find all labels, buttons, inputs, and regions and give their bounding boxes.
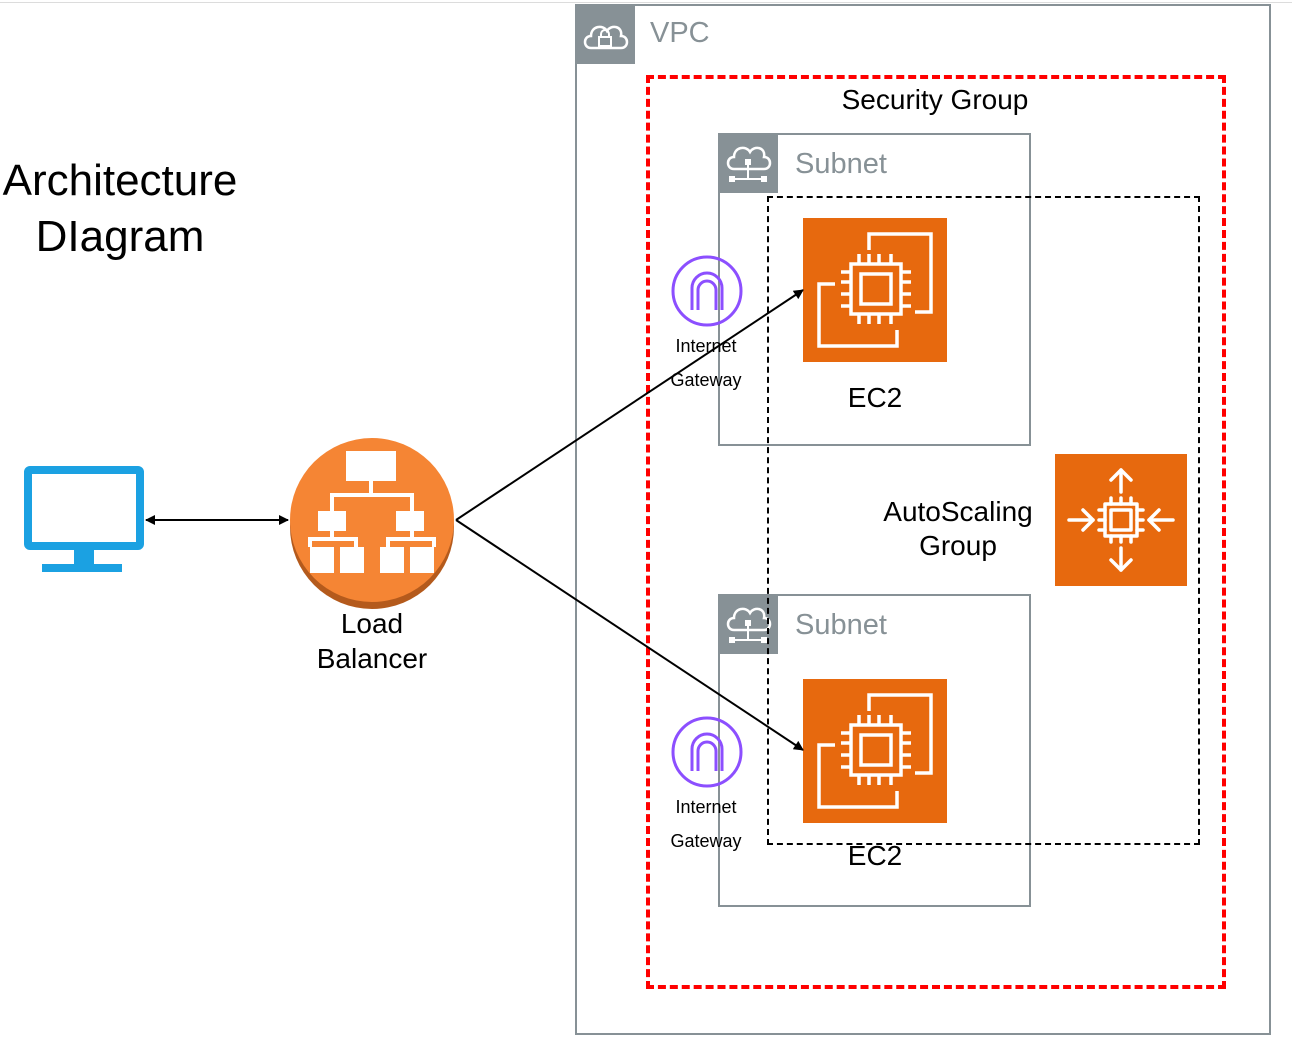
ec2-2-label: EC2 <box>847 840 903 871</box>
internet-gateway-icon <box>670 254 744 328</box>
top-divider <box>0 2 1292 3</box>
load-balancer-label: Load Balancer <box>316 608 428 674</box>
internet-gateway-icon <box>670 715 744 789</box>
cloud-lock-icon <box>575 4 635 64</box>
security-group-label: Security Group <box>841 84 1029 115</box>
vpc-label: VPC <box>650 17 710 49</box>
cloud-network-icon <box>718 133 778 193</box>
ec2-instance-icon <box>803 218 947 362</box>
autoscaling-group-label: AutoScaling Group <box>883 496 1033 561</box>
subnet-1-label: Subnet <box>795 148 887 180</box>
load-balancer-icon <box>288 437 456 609</box>
internet-gateway-2-label: Internet Gateway <box>670 797 742 851</box>
autoscaling-icon <box>1055 454 1187 586</box>
ec2-instance-icon <box>803 679 947 823</box>
ec2-1-label: EC2 <box>847 382 903 413</box>
internet-gateway-1-label: Internet Gateway <box>670 336 742 390</box>
subnet-2-label: Subnet <box>795 609 887 641</box>
diagram-title: Architecture DIagram <box>2 156 238 261</box>
monitor-icon <box>24 466 144 576</box>
